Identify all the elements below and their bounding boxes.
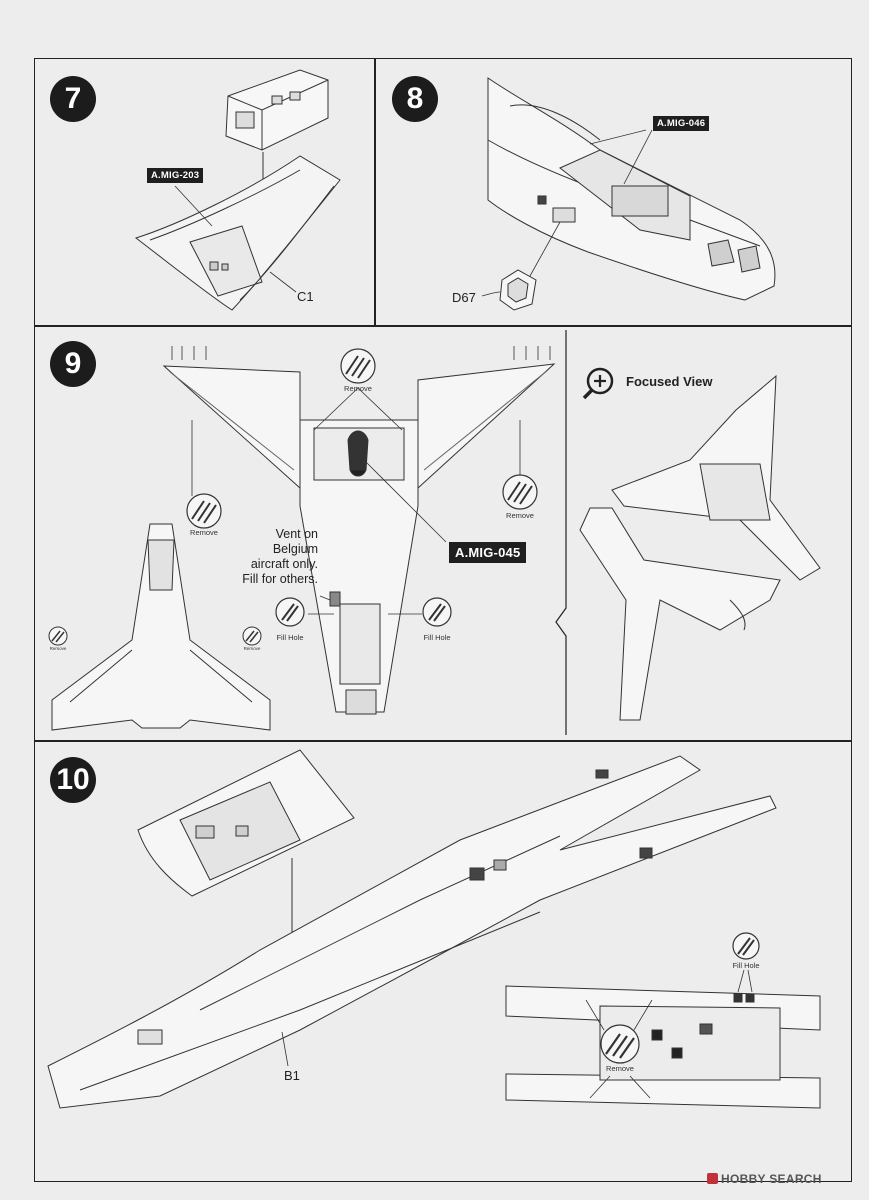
step9-remove-caption-small-left: Remove — [49, 646, 67, 651]
focused-view-model — [579, 374, 821, 721]
step10-part-label: B1 — [284, 1068, 300, 1083]
step7-part-label: C1 — [297, 289, 314, 304]
step10-remove-icon — [600, 1024, 640, 1064]
step10-remove-leader-2 — [633, 999, 653, 1031]
row-divider-1 — [34, 325, 852, 327]
step9-remove-caption-top: Remove — [344, 384, 372, 393]
step9-fillhole-icon-left — [275, 597, 305, 627]
step9-remove-icon-right — [502, 474, 538, 510]
focused-view-title: Focused View — [626, 374, 713, 389]
step10-remove-leader-4 — [629, 1075, 651, 1099]
step7-fuselage-half — [134, 155, 341, 311]
step7-paint-tag: A.MIG-203 — [147, 168, 204, 183]
step7-tag-leader — [174, 185, 213, 227]
step9-vent-leader — [319, 595, 331, 601]
step10-fillhole-leader-2 — [747, 969, 753, 993]
page-frame — [34, 58, 852, 1182]
step9-remove-icon-small-right — [242, 626, 262, 646]
step10-part-leader — [281, 1031, 289, 1067]
row-divider-2 — [34, 740, 852, 742]
step9-remove-caption-small-right: Remove — [243, 646, 261, 651]
step10-main-fuselage — [47, 755, 777, 1109]
step9-remove-caption-left: Remove — [190, 528, 218, 537]
step8-part-label: D67 — [452, 290, 476, 305]
step9-fillhole-caption-right: Fill Hole — [423, 633, 451, 642]
focused-view-magnifier-icon — [582, 367, 614, 400]
step10-remove-leader-1 — [585, 999, 605, 1031]
step-7-badge: 7 — [50, 76, 96, 122]
step10-fillhole-caption: Fill Hole — [732, 961, 760, 970]
step8-tag-leader-2 — [623, 129, 653, 185]
step9-lower-fuselage-wings — [162, 363, 556, 715]
step9-remove-caption-right: Remove — [506, 511, 534, 520]
step8-paint-tag: A.MIG-046 — [653, 116, 710, 131]
step9-paint-tag: A.MIG-045 — [449, 542, 527, 563]
step8-part-leader — [481, 291, 501, 297]
step7-cockpit-tub — [225, 69, 329, 151]
step9-remove-icon-small-left — [48, 626, 68, 646]
step10-detail-inset — [505, 985, 821, 1109]
step10-fillhole-leader-1 — [737, 969, 745, 993]
vent-note-line-2: Belgium — [272, 542, 318, 556]
step10-remove-caption: Remove — [606, 1064, 634, 1073]
hobbysearch-logo-icon — [707, 1173, 718, 1184]
vent-note-line-1: Vent on — [275, 527, 318, 541]
step7-part-leader — [269, 271, 297, 293]
step9-vent-note: Vent on Belgium aircraft only. Fill for … — [222, 527, 318, 587]
step9-remove-leader-2 — [357, 387, 403, 431]
watermark-text: HOBBY SEARCH — [721, 1172, 822, 1186]
focused-view-divider — [555, 330, 567, 735]
vent-note-line-3: aircraft only. — [250, 557, 318, 571]
step-10-badge: 10 — [50, 757, 96, 803]
step9-remove-icon-top — [340, 348, 376, 384]
step8-fit-line — [529, 221, 561, 277]
step10-remove-leader-3 — [589, 1075, 611, 1099]
watermark: HOBBY SEARCH — [707, 1172, 822, 1186]
step10-fillhole-icon — [732, 932, 760, 960]
step8-part-d67 — [499, 269, 537, 311]
step8-forward-fuselage — [487, 77, 776, 301]
step10-fuselage-section — [137, 749, 355, 897]
step-9-badge: 9 — [50, 341, 96, 387]
step9-remove-icon-left — [186, 493, 222, 529]
step9-tag-leader — [365, 461, 447, 543]
step9-wing-pylons — [171, 346, 551, 496]
step9-upper-view — [51, 523, 271, 731]
step9-fillhole-caption-left: Fill Hole — [276, 633, 304, 642]
vent-note-line-4: Fill for others. — [242, 572, 318, 586]
step8-tag-leader-1 — [589, 129, 647, 145]
step9-remove-leader-1 — [313, 387, 359, 431]
step-8-badge: 8 — [392, 76, 438, 122]
col-divider-top — [374, 58, 376, 326]
step9-fillhole-icon-right — [422, 597, 452, 627]
